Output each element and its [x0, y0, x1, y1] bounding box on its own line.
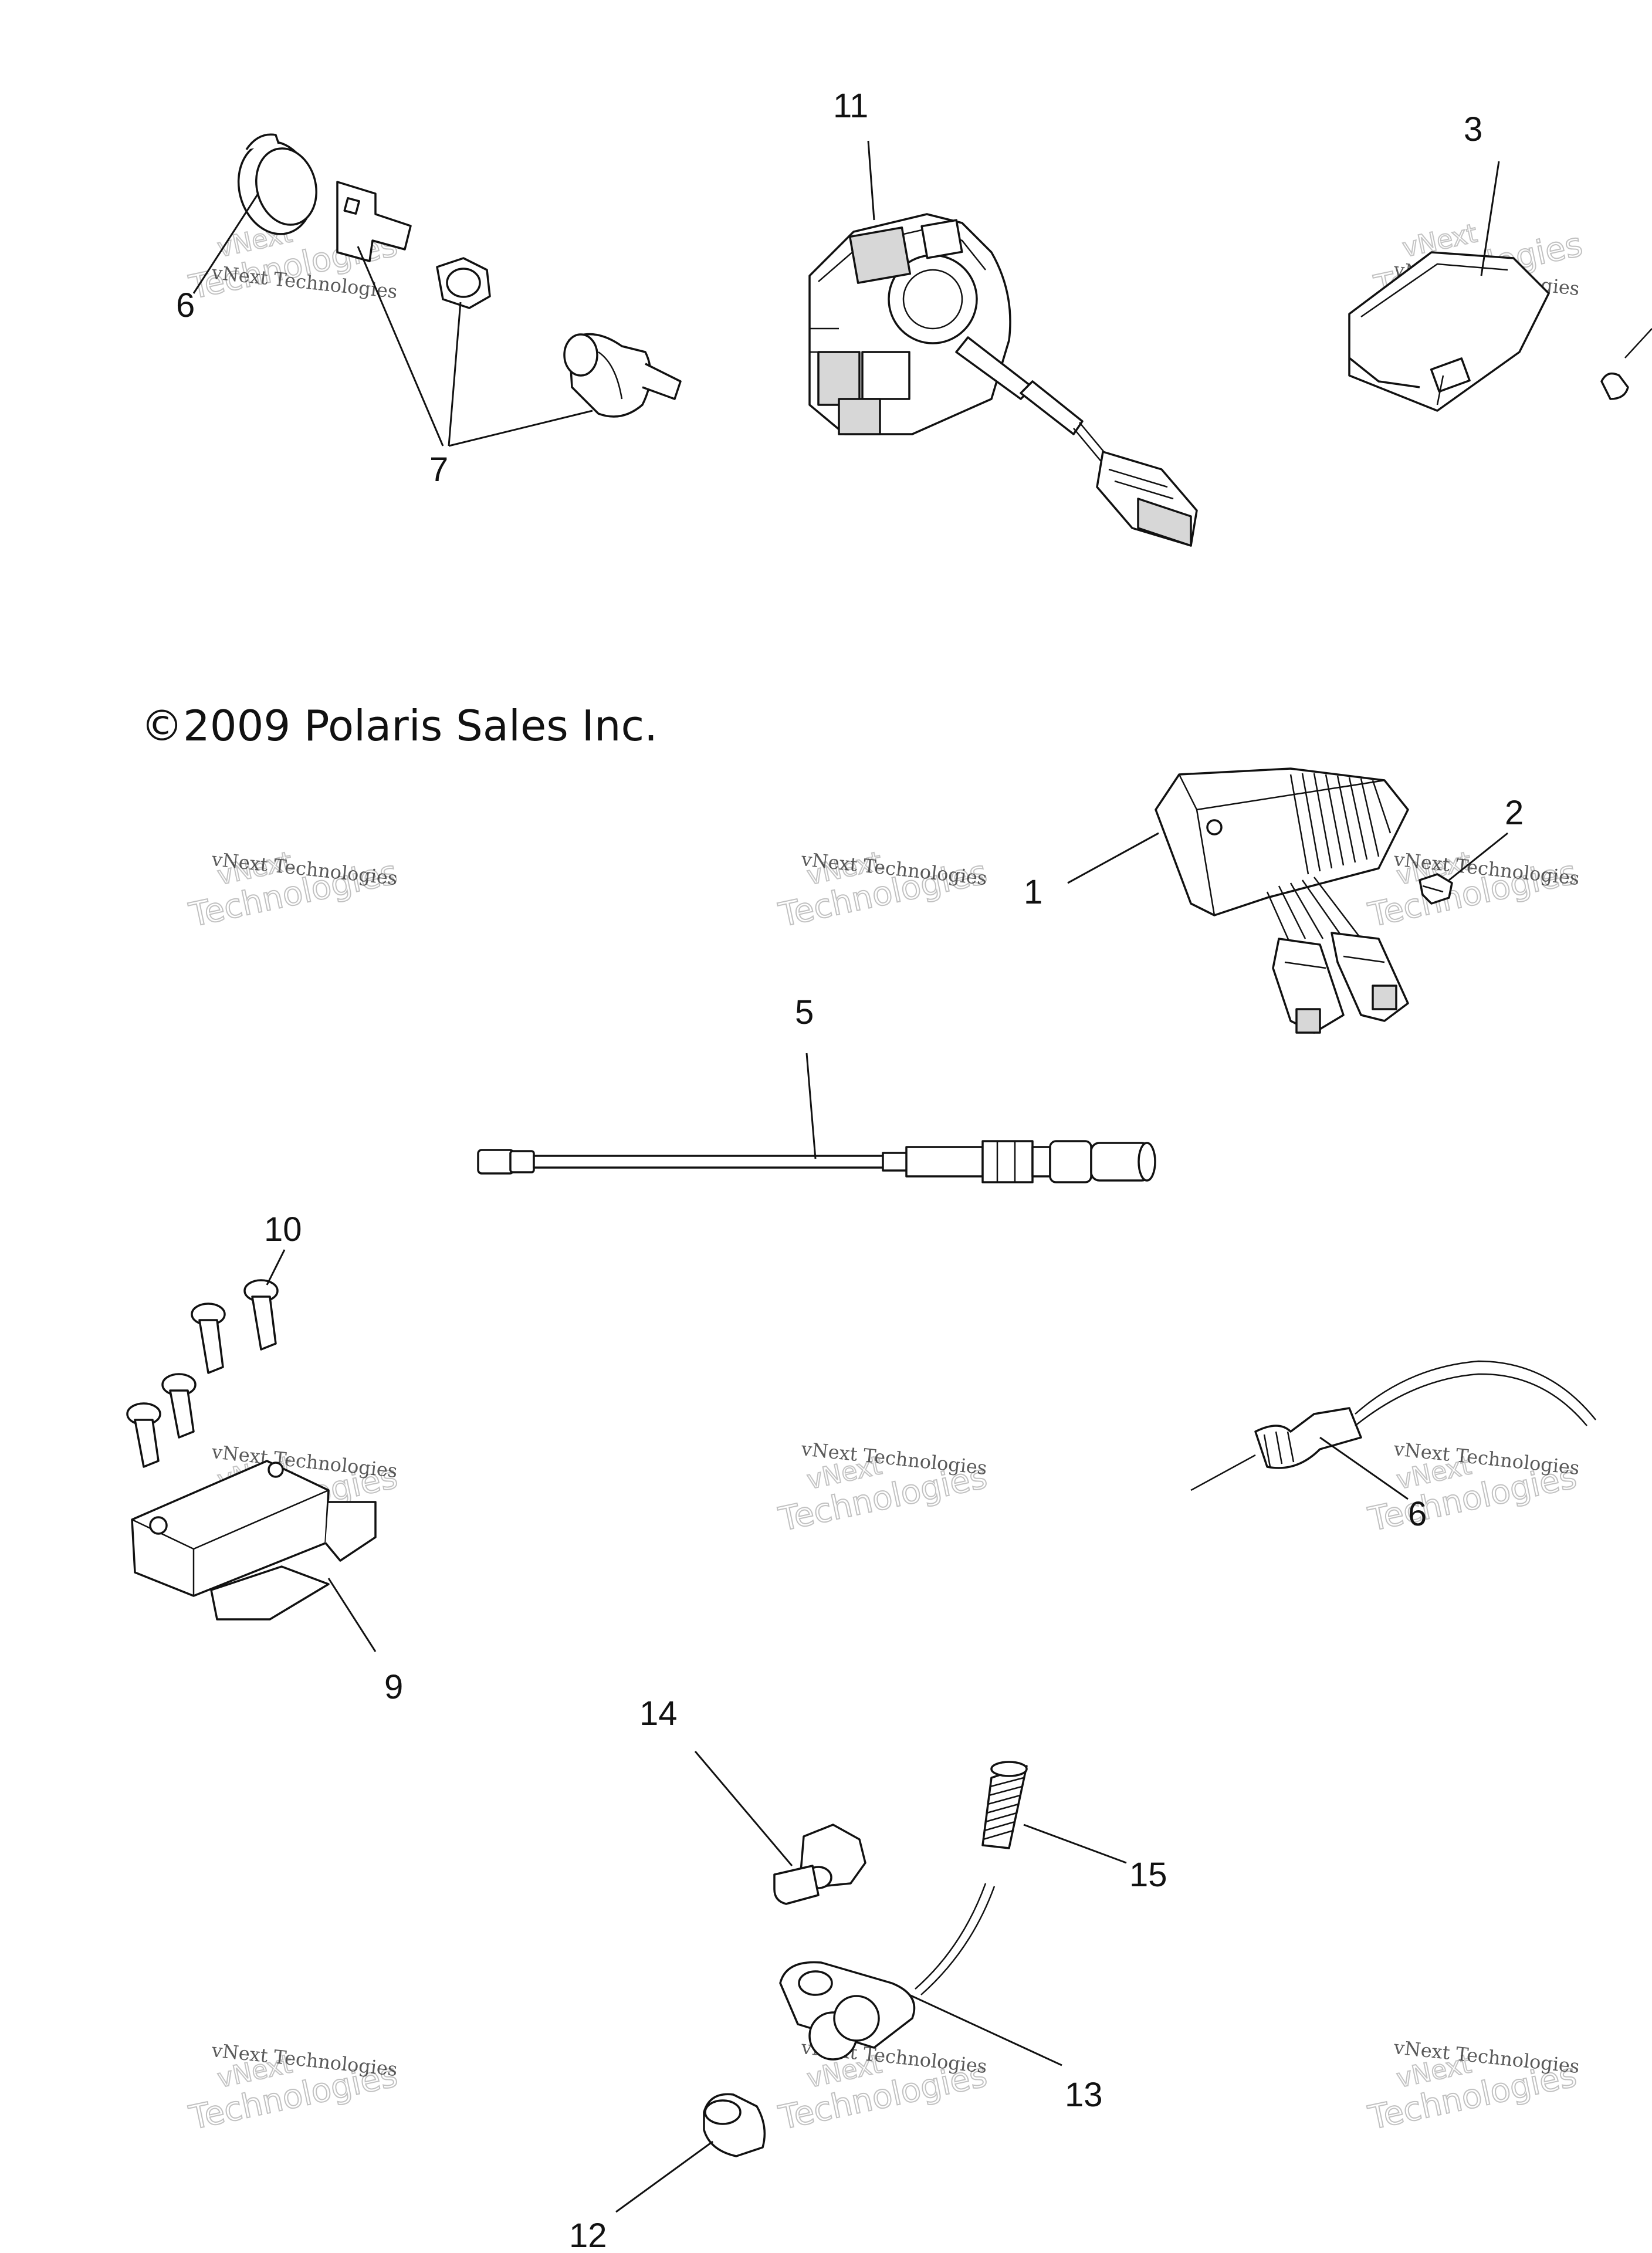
part-14-bolt[interactable]	[773, 1824, 866, 1905]
part-9-module[interactable]	[131, 1460, 377, 1621]
callout-3: 3	[1464, 110, 1482, 148]
part-7-cap[interactable]	[228, 133, 324, 243]
callout-7: 6	[176, 286, 195, 324]
part-8-switch-kit[interactable]	[336, 181, 682, 418]
part-11-handlebar-switch[interactable]	[808, 213, 1198, 547]
callout-1: 1	[1024, 873, 1042, 911]
part-1-regulator[interactable]	[1155, 767, 1409, 1034]
part-2-screw[interactable]	[1419, 873, 1453, 905]
part-6-temp-sensor[interactable]	[1190, 1360, 1596, 1491]
callout-8: 7	[429, 451, 448, 489]
callout-6: 6	[1408, 1495, 1427, 1533]
part-15-spring[interactable]	[981, 1761, 1028, 1849]
callout-9: 9	[384, 1668, 403, 1706]
callout-11: 11	[833, 87, 868, 125]
part-13-speed-sensor[interactable]	[779, 1883, 996, 2061]
callout-14: 14	[639, 1694, 678, 1733]
callout-12: 12	[569, 2217, 607, 2253]
copyright-notice: ©2009 Polaris Sales Inc.	[141, 701, 658, 750]
part-5-sensor-cable[interactable]	[477, 1140, 1156, 1183]
callout-15: 15	[1129, 1856, 1167, 1894]
callout-5: 5	[795, 993, 814, 1031]
callout-13: 13	[1065, 2076, 1103, 2114]
part-3-relay[interactable]	[1348, 251, 1652, 412]
callout-10: 10	[264, 1210, 302, 1249]
callout-2: 2	[1505, 794, 1524, 832]
part-12-plug[interactable]	[703, 2093, 766, 2157]
heatsink-fins	[1289, 773, 1392, 875]
part-10-screws[interactable]	[126, 1279, 279, 1468]
